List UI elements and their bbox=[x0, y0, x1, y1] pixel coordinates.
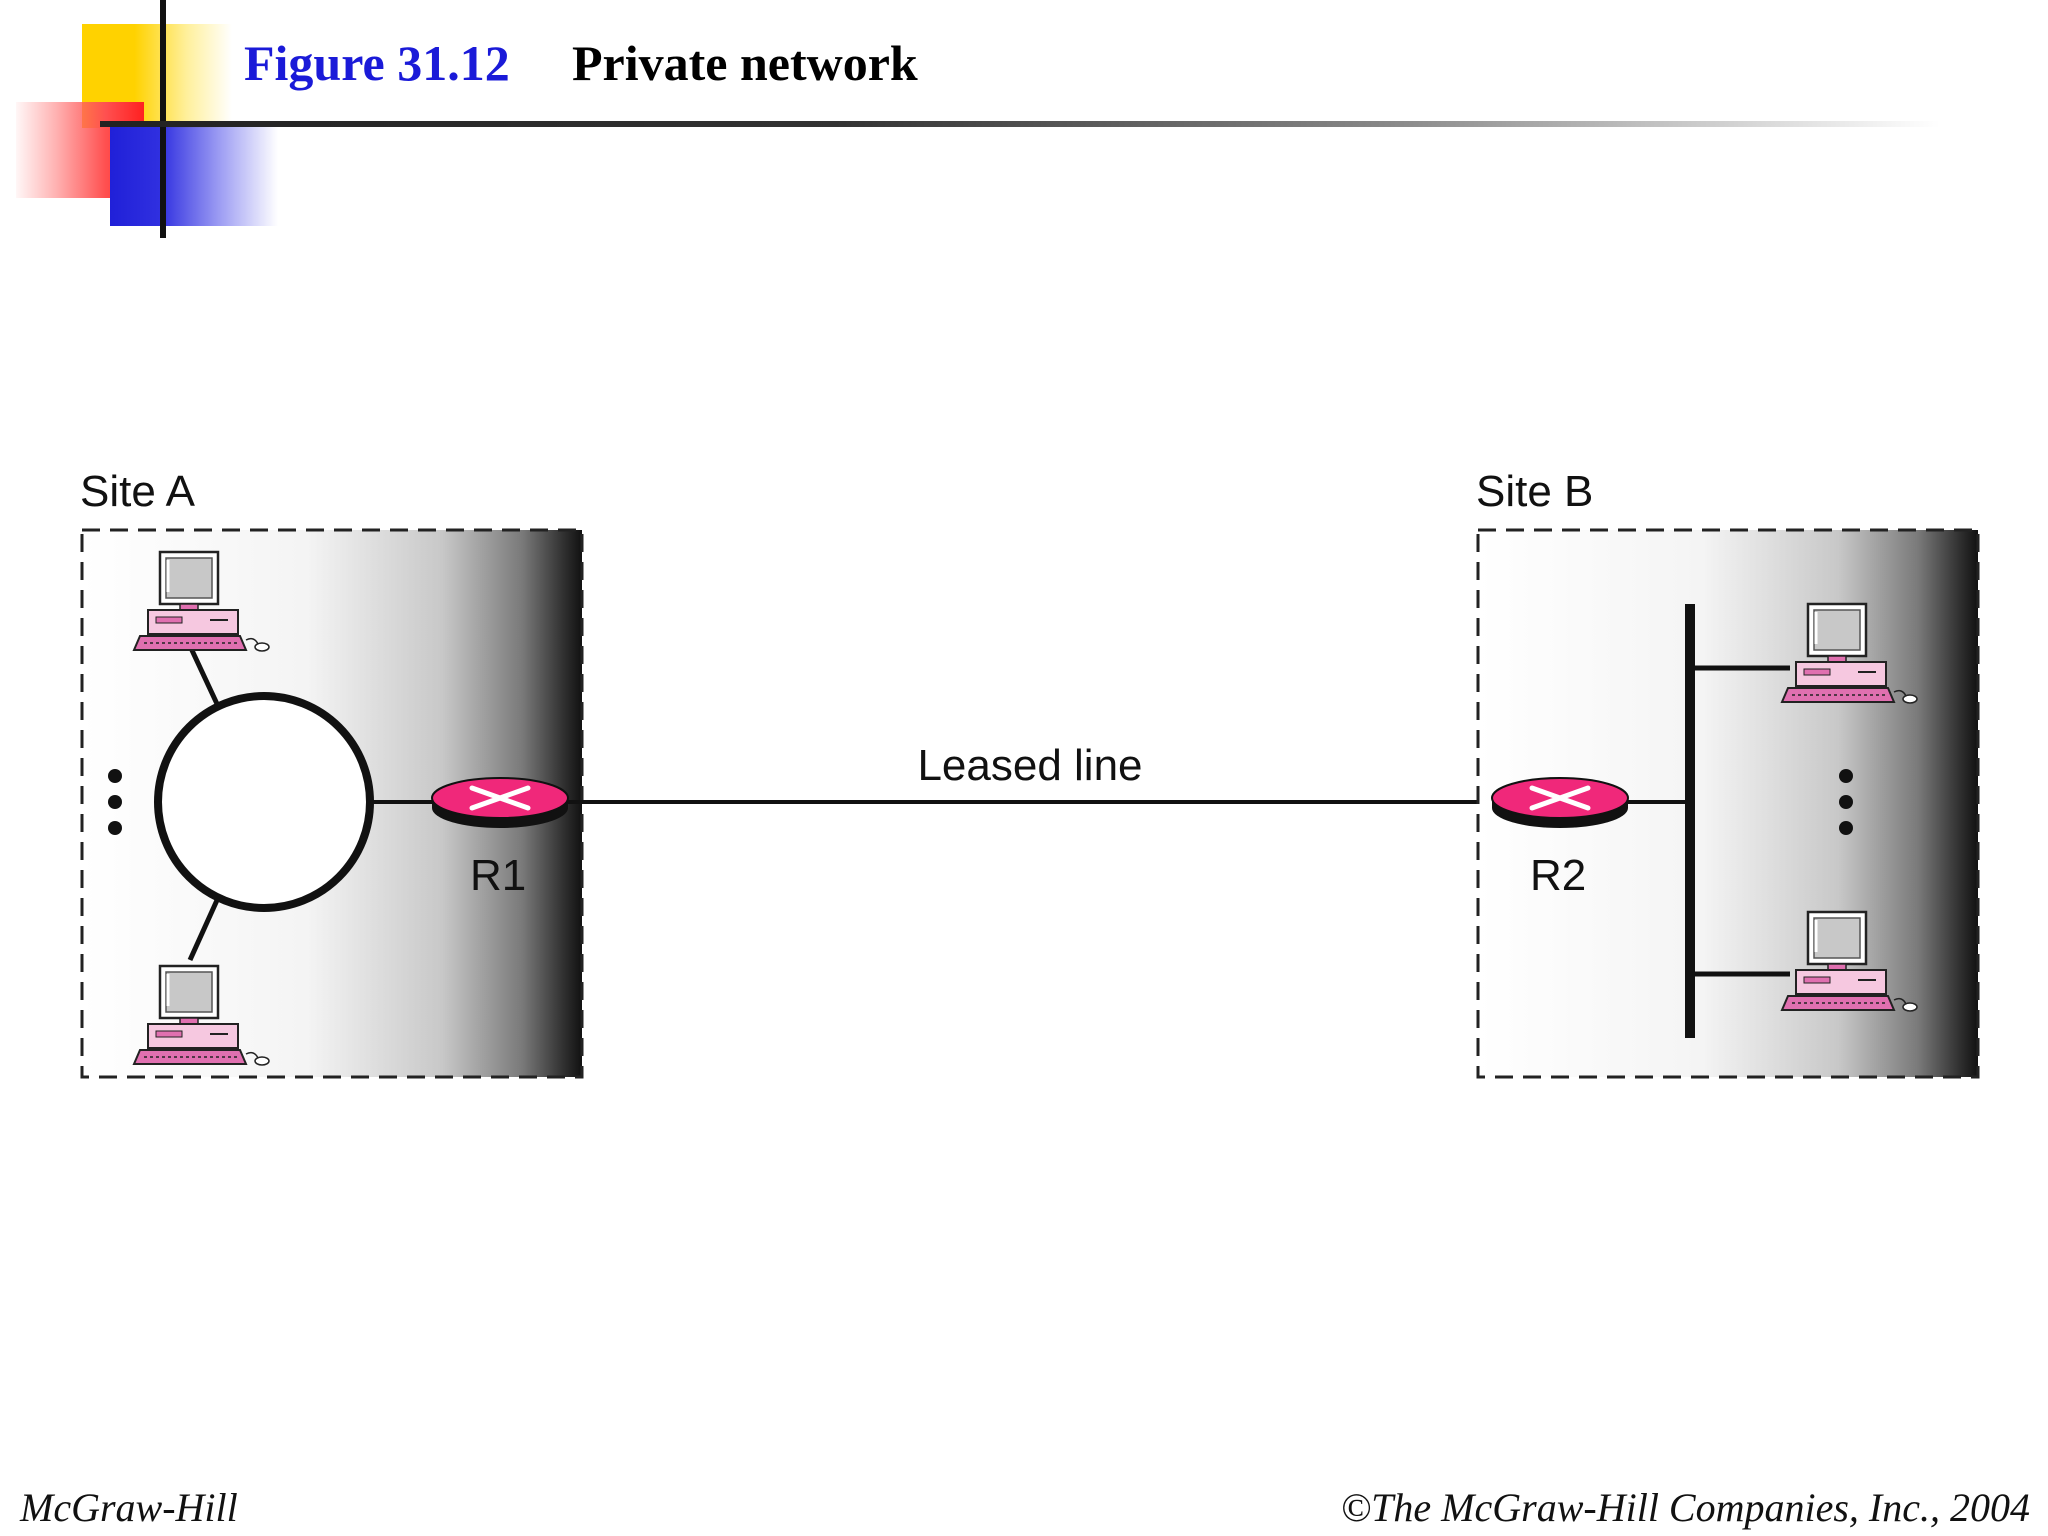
router-icon bbox=[432, 778, 568, 828]
ellipsis-dots bbox=[1839, 769, 1853, 835]
footer-publisher: McGraw-Hill bbox=[20, 1485, 238, 1530]
ellipsis-dots bbox=[108, 769, 122, 835]
ring-network bbox=[154, 692, 374, 912]
figure-caption: Private network bbox=[572, 35, 918, 91]
site-a-label: Site A bbox=[80, 467, 196, 516]
decor-horizontal-rule bbox=[100, 121, 1940, 127]
leased-line-label: Leased line bbox=[917, 741, 1142, 790]
footer-copyright: ©The McGraw-Hill Companies, Inc., 2004 bbox=[1340, 1485, 2030, 1530]
ring-link-top bbox=[187, 644, 221, 708]
figure-number: Figure 31.12 bbox=[244, 35, 510, 91]
decor-blue-block bbox=[110, 124, 278, 226]
router-r2-label: R2 bbox=[1530, 851, 1586, 900]
router-icon bbox=[1492, 778, 1628, 828]
site-b-label: Site B bbox=[1476, 467, 1593, 516]
router-r1-label: R1 bbox=[470, 851, 526, 900]
ring-link-bottom bbox=[187, 896, 221, 962]
site-b-boundary bbox=[1476, 528, 1980, 1079]
decor-vertical-rule bbox=[160, 0, 166, 238]
